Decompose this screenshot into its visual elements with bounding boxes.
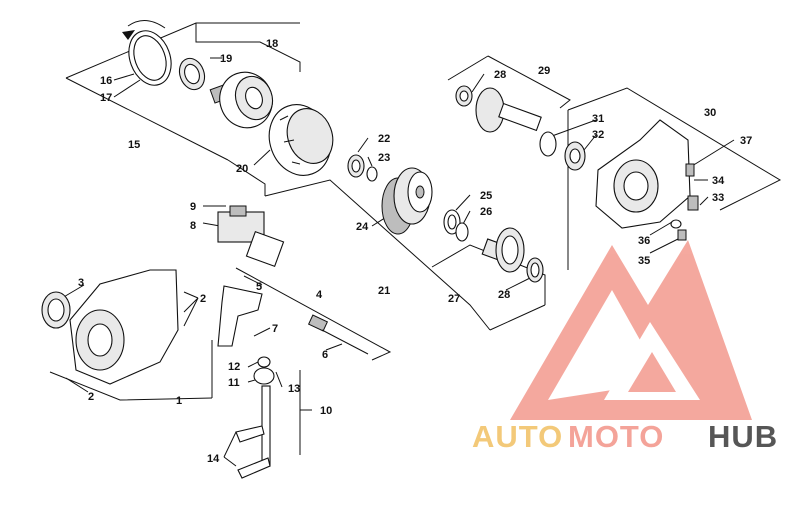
callout-17: 17 [100,92,112,104]
callout-7: 7 [272,323,278,335]
automotohub-wordmark: AUTO MOTO HUB [472,419,778,454]
callout-27: 27 [448,293,460,305]
callout-15: 15 [128,139,140,151]
callout-14: 14 [207,453,220,465]
callout-35: 35 [638,255,650,267]
output-gear [481,227,525,273]
callout-labels: 1 2 2 3 4 5 6 7 8 9 10 11 12 13 14 15 16… [78,38,752,465]
callout-33: 33 [712,192,724,204]
bearing-washer [347,154,378,182]
callout-19: 19 [220,53,232,65]
shaft-bearings [539,131,586,171]
callout-21: 21 [378,285,390,297]
callout-23: 23 [378,152,390,164]
shift-cable [307,314,369,355]
thrust-washers [443,209,469,242]
callout-2-lower: 2 [88,391,94,403]
callout-18: 18 [266,38,278,50]
callout-2-upper: 2 [200,293,206,305]
callout-4: 4 [316,289,323,301]
wordmark-auto: AUTO [472,419,563,454]
shift-bracket [217,285,263,347]
callout-32: 32 [592,129,604,141]
wordmark-hub: HUB [708,419,778,454]
callout-26: 26 [480,206,492,218]
callout-28-lower: 28 [498,289,510,301]
callout-5: 5 [256,281,262,293]
callout-13: 13 [288,383,300,395]
callout-28-upper: 28 [494,69,506,81]
callout-37: 37 [740,135,752,147]
callout-1: 1 [176,395,182,407]
callout-6: 6 [322,349,328,361]
input-shaft-gear [475,87,542,133]
callout-20: 20 [236,163,248,175]
drive-hub [209,71,274,129]
wordmark-moto: MOTO [568,419,664,454]
callout-8: 8 [190,220,196,232]
callout-36: 36 [638,235,650,247]
transmission-cover [595,119,691,229]
automotohub-logo [510,240,752,420]
callout-29: 29 [538,65,550,77]
callout-30: 30 [704,107,716,119]
seal-lower [526,257,544,283]
cover-fasteners [670,163,699,241]
transmission-housing [69,269,179,385]
gear-cluster [381,167,433,235]
callout-11: 11 [228,377,240,389]
seal-left [41,291,71,329]
callout-10: 10 [320,405,332,417]
seal-upper [455,85,473,107]
callout-25: 25 [480,190,492,202]
bearing [178,57,206,91]
callout-16: 16 [100,75,112,87]
callout-31: 31 [592,113,604,125]
shift-motor [217,205,285,268]
callout-9: 9 [190,201,196,213]
snap-ring [122,20,172,86]
callout-3: 3 [78,277,84,289]
clutch-drum [268,104,334,176]
callout-34: 34 [712,175,725,187]
callout-22: 22 [378,133,390,145]
callout-12: 12 [228,361,240,373]
shift-fork [235,356,275,479]
callout-24: 24 [356,221,369,233]
